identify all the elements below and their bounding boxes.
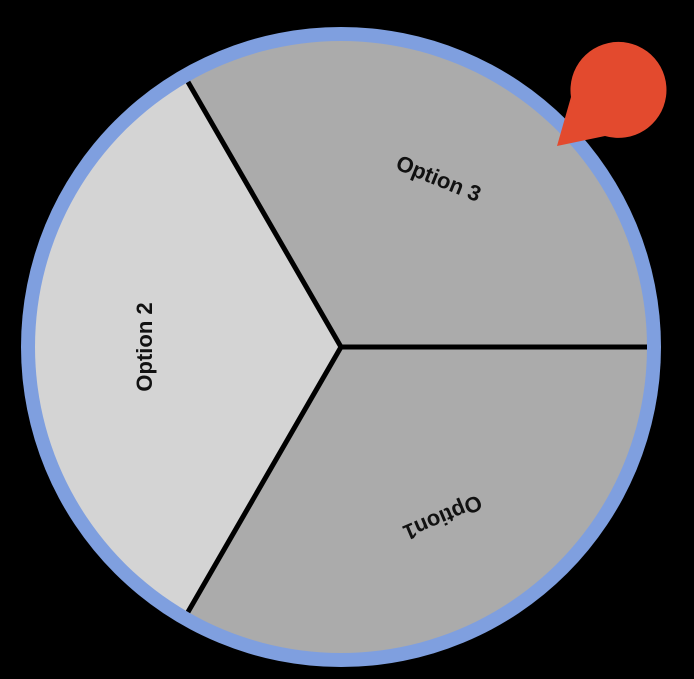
segment-label-option-2: Option 2 — [132, 302, 157, 391]
wheel-segment-option-1 — [188, 347, 647, 653]
divider-line — [185, 345, 344, 614]
wheel-segment-option-2 — [35, 82, 341, 612]
wheel-segment-option-3 — [188, 41, 647, 347]
pointer-icon — [557, 41, 667, 146]
divider-line — [185, 80, 344, 349]
